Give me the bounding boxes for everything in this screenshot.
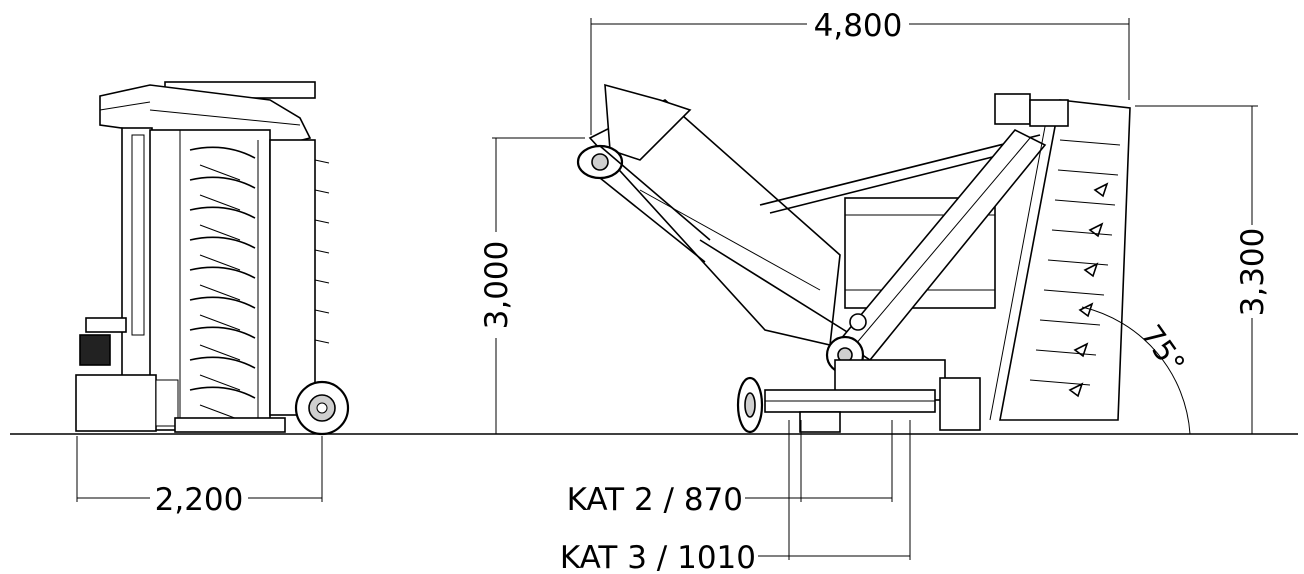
dim-label-angle: 75°	[1135, 318, 1192, 380]
dim-label-3300: 3,300	[1235, 228, 1271, 317]
dimension-4800: 4,800	[590, 8, 1130, 135]
wheel-right	[736, 376, 764, 434]
dimension-kat3: KAT 3 / 1010	[560, 420, 911, 574]
dimension-kat2: KAT 2 / 870	[567, 420, 893, 518]
wheel-left	[294, 380, 350, 436]
dim-label-kat3: KAT 3 / 1010	[560, 540, 756, 574]
sprocket-upper	[576, 144, 624, 180]
dim-label-4800: 4,800	[814, 8, 903, 44]
auger-flights	[189, 146, 256, 421]
dimension-2200: 2,200	[76, 436, 323, 518]
side-view-machine	[75, 81, 350, 436]
dim-label-2200: 2,200	[155, 482, 244, 518]
dim-label-kat2: KAT 2 / 870	[567, 482, 743, 518]
folded-view-machine	[576, 83, 1131, 434]
dimension-3000: 3,000	[479, 137, 585, 434]
vertical-conveyor	[989, 93, 1131, 421]
dim-label-3000: 3,000	[479, 241, 515, 330]
dimension-3300: 3,300	[1135, 105, 1271, 434]
